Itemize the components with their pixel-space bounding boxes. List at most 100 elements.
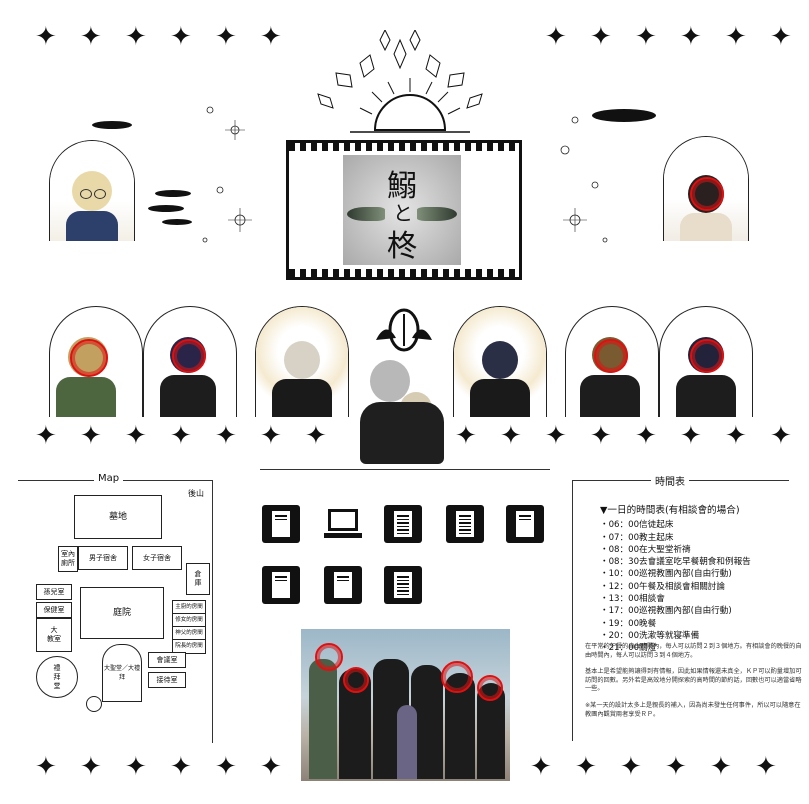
star-ornament: ✦ xyxy=(80,752,102,782)
star-ornament: ✦ xyxy=(215,22,237,52)
sunburst-ornament xyxy=(317,30,483,133)
map-gate xyxy=(86,696,102,712)
map-room-lecture[interactable]: 大 教室 xyxy=(36,618,72,652)
star-ornament: ✦ xyxy=(215,421,237,451)
document-icon[interactable] xyxy=(262,566,300,604)
schedule-row: ・12：00午餐及相談會相關討論 xyxy=(600,581,725,592)
laptop-icon[interactable] xyxy=(324,505,362,543)
star-ornament: ✦ xyxy=(590,421,612,451)
schedule-list: ▼一日的時間表(有相談會的場合) ・06：00信徒起床・07：00教主起床・08… xyxy=(600,505,805,655)
schedule-row: ・07：00教主起床 xyxy=(600,532,674,543)
star-ornament: ✦ xyxy=(455,421,477,451)
star-ornament: ✦ xyxy=(35,22,57,52)
star-ornament: ✦ xyxy=(170,22,192,52)
portrait-arch-row-2 xyxy=(143,306,237,417)
star-ornament: ✦ xyxy=(680,22,702,52)
schedule-row: ・06：00信徒起床 xyxy=(600,520,674,531)
schedule-panel: 時間表 xyxy=(572,473,789,741)
schedule-title: 時間表 xyxy=(651,473,689,488)
portrait-head xyxy=(72,171,112,211)
star-ornament: ✦ xyxy=(635,22,657,52)
star-ornament: ✦ xyxy=(215,752,237,782)
map-room-r4[interactable]: 院長的房間 xyxy=(172,639,206,654)
banner-title-2: と xyxy=(393,201,413,225)
portrait-body xyxy=(66,211,118,241)
portrait-arch-top-right xyxy=(663,136,749,241)
document-lines-icon[interactable] xyxy=(384,566,422,604)
map-room-infirmary[interactable]: 保健室 xyxy=(36,602,72,618)
map-room-storage[interactable]: 倉 庫 xyxy=(186,563,210,595)
map-corner-label: 後山 xyxy=(188,489,204,498)
schedule-row: ・08：00在大聖堂祈禱 xyxy=(600,544,691,555)
fish-silhouette xyxy=(162,219,192,225)
star-ornament: ✦ xyxy=(35,752,57,782)
schedule-heading: ▼一日的時間表(有相談會的場合) xyxy=(600,505,740,516)
star-ornament: ✦ xyxy=(530,752,552,782)
fish-silhouette xyxy=(592,109,656,122)
portrait-arch-top-left xyxy=(49,140,135,241)
star-ornament: ✦ xyxy=(260,752,282,782)
schedule-note-2: 基本上是希望能夠讓得到有情報，因此如果情報還未真全，ＫＰ可以酌量增加可訪問的回數… xyxy=(585,668,802,693)
document-lines-icon[interactable] xyxy=(384,505,422,543)
document-icon[interactable] xyxy=(324,566,362,604)
star-ornament: ✦ xyxy=(665,752,687,782)
group-photo xyxy=(301,629,510,781)
schedule-row: ・10：00巡視教團內部(自由行動) xyxy=(600,569,732,580)
left-flourish xyxy=(202,106,252,243)
star-ornament: ✦ xyxy=(545,421,567,451)
star-ornament: ✦ xyxy=(755,752,777,782)
map-room-female-dorm[interactable]: 女子宿舍 xyxy=(132,546,182,570)
star-ornament: ✦ xyxy=(260,22,282,52)
banner-frame: 鰯 と 柊 xyxy=(286,140,522,280)
schedule-note-1: 在平常的午餐的自由時間內，每人可以訪問２到３個地方。有相談會的晚餐的自由時間內，… xyxy=(585,643,802,659)
portrait-arch-row-4 xyxy=(453,306,547,417)
banner-title-1: 鰯 xyxy=(387,169,417,204)
star-ornament: ✦ xyxy=(500,421,522,451)
star-ornament: ✦ xyxy=(770,22,792,52)
fish-silhouette xyxy=(92,121,132,129)
section-divider xyxy=(260,463,550,475)
star-ornament: ✦ xyxy=(620,752,642,782)
central-figure xyxy=(352,352,452,464)
star-ornament: ✦ xyxy=(725,22,747,52)
map-panel: Map xyxy=(18,473,213,743)
map-room-male-dorm[interactable]: 男子宿舍 xyxy=(78,546,128,570)
document-icon[interactable] xyxy=(262,505,300,543)
schedule-note-3: ※某一天的設計太多上是親長的補入，因為尚未發生任何事件，所以可以隨意在教團內觀賞… xyxy=(585,702,801,718)
star-ornament: ✦ xyxy=(260,421,282,451)
fish-silhouette xyxy=(155,190,191,197)
schedule-row: ・08：30去會議室吃早餐朝食和例報告 xyxy=(600,557,751,568)
schedule-row: ・21：00關燈 xyxy=(600,643,657,654)
fish-emblem-icon xyxy=(376,308,432,352)
star-ornament: ✦ xyxy=(575,752,597,782)
star-ornament: ✦ xyxy=(80,22,102,52)
map-title: Map xyxy=(94,473,124,484)
portrait-arch-row-5 xyxy=(565,306,659,417)
map-room-kids[interactable]: 孫兒室 xyxy=(36,584,72,600)
map-room-meeting[interactable]: 會議室 xyxy=(148,652,186,668)
portrait-arch-row-6 xyxy=(659,306,753,417)
banner-title-3: 柊 xyxy=(387,229,417,264)
star-ornament: ✦ xyxy=(545,22,567,52)
censor-scribble xyxy=(690,177,724,211)
right-flourish xyxy=(560,116,608,243)
star-ornament: ✦ xyxy=(170,421,192,451)
map-room-hall[interactable]: 大聖堂／大禮拜 xyxy=(102,644,142,702)
fish-silhouette xyxy=(148,205,184,212)
star-ornament: ✦ xyxy=(170,752,192,782)
map-room-courtyard[interactable]: 庭院 xyxy=(80,587,164,639)
map-room-reception[interactable]: 接待室 xyxy=(148,672,186,688)
star-ornament: ✦ xyxy=(725,421,747,451)
portrait-arch-row-3 xyxy=(255,306,349,417)
star-ornament: ✦ xyxy=(590,22,612,52)
star-ornament: ✦ xyxy=(125,752,147,782)
map-room-chapel[interactable]: 禮 拜 堂 xyxy=(36,656,78,698)
map-room-cemetery[interactable]: 墓地 xyxy=(74,495,162,539)
fish-right-illustration xyxy=(417,207,457,221)
star-ornament: ✦ xyxy=(680,421,702,451)
schedule-row: ・13：00相談會 xyxy=(600,594,665,605)
map-room-teacher[interactable]: 室內 廁所 xyxy=(58,546,78,572)
document-icon[interactable] xyxy=(506,505,544,543)
star-ornament: ✦ xyxy=(305,421,327,451)
document-lines-icon[interactable] xyxy=(446,505,484,543)
